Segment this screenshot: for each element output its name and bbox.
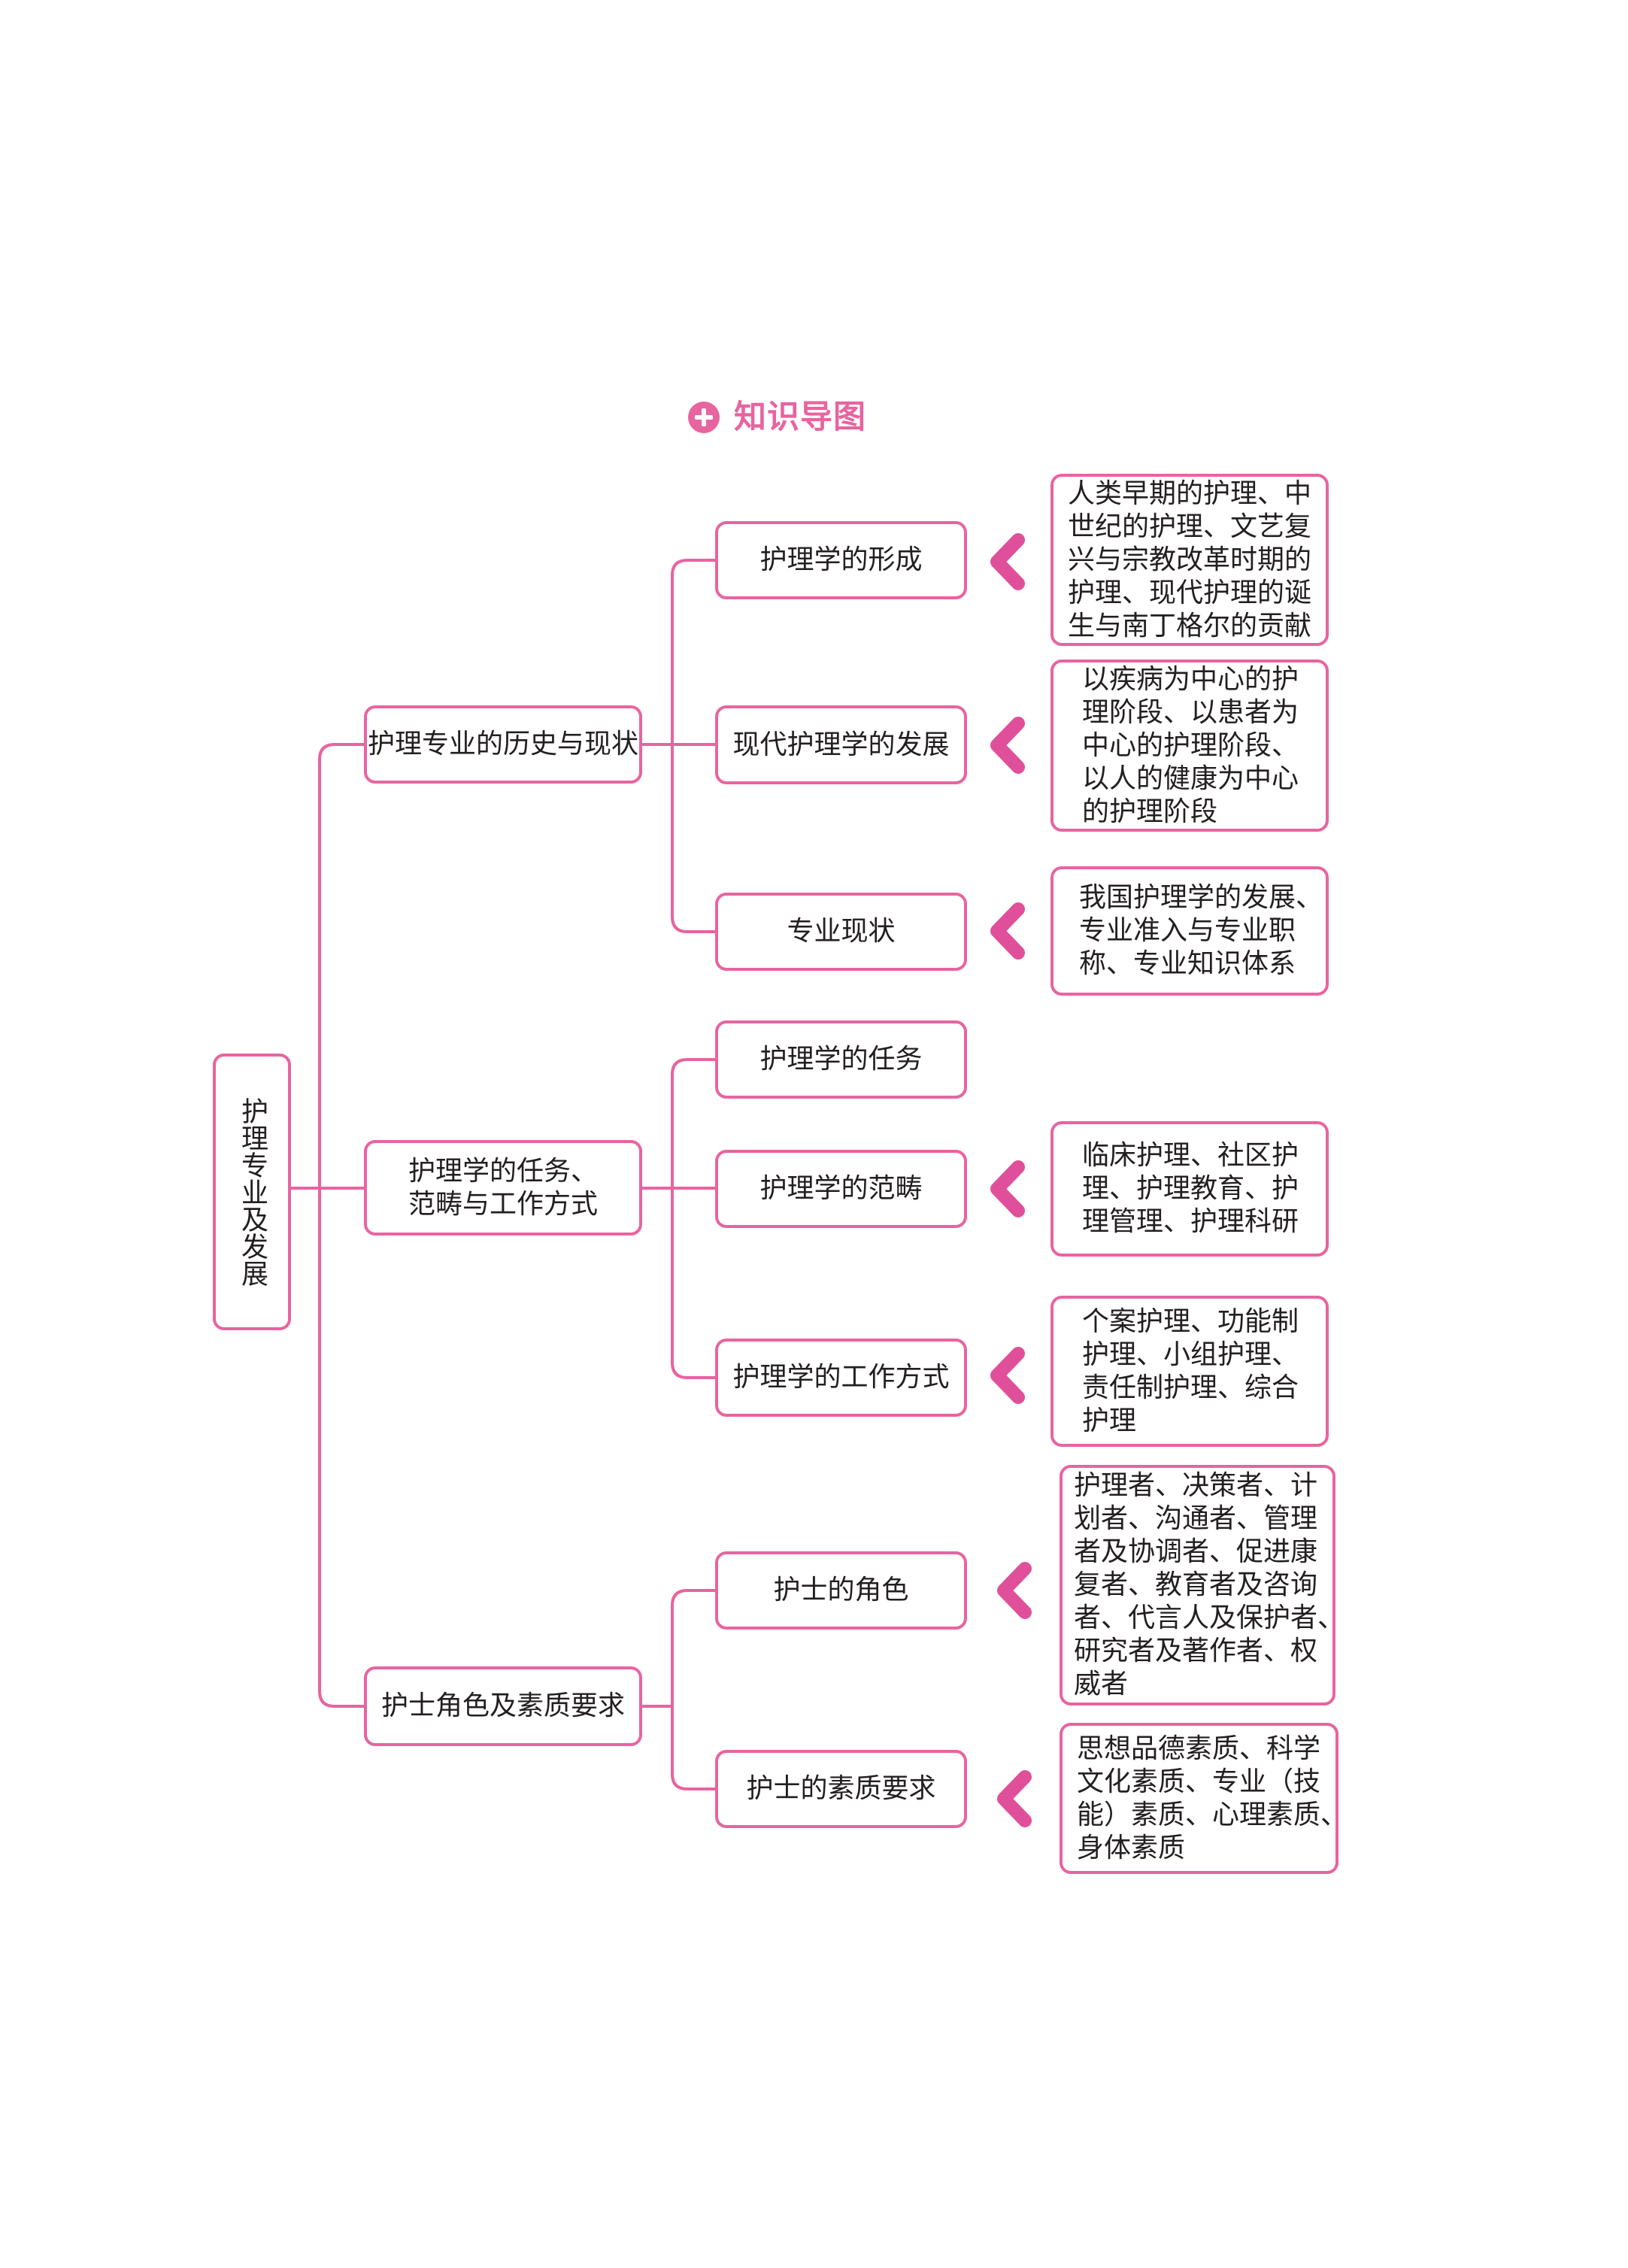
topic-node-nurse-roles: 护士的角色 xyxy=(715,1551,967,1630)
root-node: 护理专业及发展 xyxy=(213,1054,291,1330)
detail-line: 身体素质 xyxy=(1077,1832,1186,1863)
topic-label: 护理学的工作方式 xyxy=(732,1362,950,1393)
detail-line: 思想品德素质、科学 xyxy=(1077,1733,1321,1764)
topic-node-modern-development: 现代护理学的发展 xyxy=(715,705,967,784)
chevron-left-icon xyxy=(990,533,1025,590)
detail-line: 者及协调者、促进康 xyxy=(1074,1536,1318,1567)
topic-label: 护理学的任务 xyxy=(759,1044,923,1075)
topic-node-formation: 护理学的形成 xyxy=(715,521,967,599)
detail-line: 理、护理教育、护 xyxy=(1082,1173,1299,1204)
connector-history-trunk xyxy=(671,559,717,933)
chevron-left-icon xyxy=(990,1160,1025,1217)
branch-label: 护士角色及素质要求 xyxy=(380,1690,625,1721)
detail-line: 威者 xyxy=(1074,1669,1129,1699)
detail-box-formation: 人类早期的护理、中 世纪的护理、文艺复 兴与宗教改革时期的 护理、现代护理的诞 … xyxy=(1050,474,1329,646)
detail-line: 个案护理、功能制 xyxy=(1082,1305,1299,1337)
detail-line: 护理、小组护理、 xyxy=(1082,1339,1299,1370)
detail-line: 研究者及著作者、权 xyxy=(1074,1636,1318,1666)
branch-label: 护理专业的历史与现状 xyxy=(367,729,638,760)
detail-box-working-modes: 个案护理、功能制 护理、小组护理、 责任制护理、综合 护理 xyxy=(1050,1296,1329,1447)
topic-label: 护理学的范畴 xyxy=(759,1173,923,1204)
topic-label: 专业现状 xyxy=(787,916,896,947)
detail-box-modern-development: 以疾病为中心的护 理阶段、以患者为 中心的护理阶段、 以人的健康为中心 的护理阶… xyxy=(1050,659,1329,832)
detail-line: 护理、现代护理的诞 xyxy=(1068,577,1312,608)
detail-line: 文化素质、专业（技 xyxy=(1077,1766,1321,1797)
topic-label: 护士的角色 xyxy=(773,1575,909,1605)
connector-root-trunk xyxy=(318,743,365,1708)
detail-line: 称、专业知识体系 xyxy=(1079,948,1296,979)
detail-box-scope: 临床护理、社区护 理、护理教育、护 理管理、护理科研 xyxy=(1050,1121,1329,1257)
detail-line: 划者、沟通者、管理 xyxy=(1074,1503,1318,1534)
detail-line: 生与南丁格尔的贡献 xyxy=(1068,610,1312,641)
detail-line: 责任制护理、综合 xyxy=(1082,1372,1299,1403)
topic-node-working-modes: 护理学的工作方式 xyxy=(715,1339,967,1417)
detail-box-nurse-qualities: 思想品德素质、科学 文化素质、专业（技 能）素质、心理素质、 身体素质 xyxy=(1060,1723,1348,1874)
detail-line: 以人的健康为中心 xyxy=(1082,763,1299,794)
topic-label: 护理学的形成 xyxy=(759,544,923,575)
topic-node-nurse-qualities: 护士的素质要求 xyxy=(715,1750,967,1828)
chevron-left-icon xyxy=(990,902,1025,960)
topic-label: 护士的素质要求 xyxy=(746,1773,936,1804)
chevron-left-icon xyxy=(990,1347,1025,1404)
branch-node-tasks: 护理学的任务、 范畴与工作方式 xyxy=(364,1140,642,1236)
detail-line: 中心的护理阶段、 xyxy=(1082,729,1299,761)
detail-line: 以疾病为中心的护 xyxy=(1082,663,1299,695)
topic-node-current-status: 专业现状 xyxy=(715,893,967,971)
detail-line: 者、代言人及保护者、 xyxy=(1074,1602,1345,1633)
detail-line: 能）素质、心理素质、 xyxy=(1077,1799,1348,1830)
detail-line: 复者、教育者及咨询 xyxy=(1074,1569,1318,1600)
detail-line: 护理 xyxy=(1082,1405,1137,1436)
detail-line: 理管理、护理科研 xyxy=(1082,1206,1299,1237)
detail-box-nurse-roles: 护理者、决策者、计 划者、沟通者、管理 者及协调者、促进康 复者、教育者及咨询 … xyxy=(1060,1465,1345,1706)
topic-node-scope: 护理学的范畴 xyxy=(715,1150,967,1228)
root-node-label: 护理专业及发展 xyxy=(237,1097,268,1287)
detail-box-current-status: 我国护理学的发展、 专业准入与专业职 称、专业知识体系 xyxy=(1050,866,1329,996)
detail-line: 的护理阶段 xyxy=(1082,796,1218,827)
detail-line: 我国护理学的发展、 xyxy=(1079,882,1323,913)
topic-label: 现代护理学的发展 xyxy=(732,729,950,760)
page-title: 知识导图 xyxy=(734,399,866,436)
detail-line: 理阶段、以患者为 xyxy=(1082,696,1299,728)
detail-line: 专业准入与专业职 xyxy=(1079,915,1296,946)
plus-circle-icon xyxy=(688,402,720,433)
branch-label: 范畴与工作方式 xyxy=(408,1188,598,1220)
branch-node-roles: 护士角色及素质要求 xyxy=(364,1666,642,1746)
detail-line: 人类早期的护理、中 xyxy=(1068,478,1312,509)
branch-node-history: 护理专业的历史与现状 xyxy=(364,705,642,784)
detail-line: 世纪的护理、文艺复 xyxy=(1068,511,1312,542)
detail-line: 护理者、决策者、计 xyxy=(1074,1470,1318,1501)
chevron-left-icon xyxy=(990,717,1025,774)
connector-tasks-trunk xyxy=(671,1058,717,1379)
chevron-left-icon xyxy=(997,1770,1032,1827)
topic-node-tasks: 护理学的任务 xyxy=(715,1020,967,1099)
detail-line: 兴与宗教改革时期的 xyxy=(1068,544,1312,575)
branch-label: 护理学的任务、 xyxy=(408,1155,598,1187)
connector-roles-trunk xyxy=(671,1589,717,1790)
chevron-left-icon xyxy=(997,1562,1032,1619)
detail-line: 临床护理、社区护 xyxy=(1082,1140,1299,1171)
